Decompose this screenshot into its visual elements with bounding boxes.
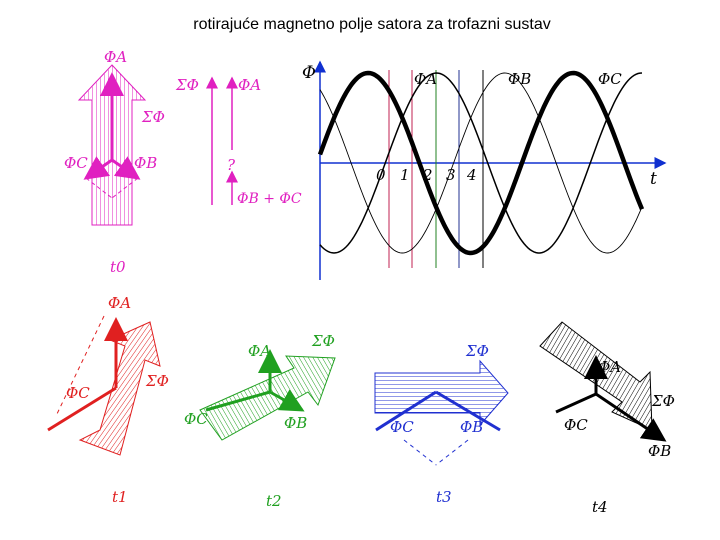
marker-label-4: 4 <box>466 166 477 184</box>
phi-c-vector-t1 <box>47 386 117 432</box>
phasor-diagram-t2: ΦA ΣΦ ΦC ΦB t2 <box>184 332 336 510</box>
dashed-guide-t3 <box>403 439 437 466</box>
phi-axis-label: Φ <box>302 63 316 83</box>
phi-c-label-t4: ΦC <box>564 416 588 434</box>
page-title: rotirajuće magnetno polje satora za trof… <box>193 16 551 33</box>
phi-c-label-t2: ΦC <box>184 410 208 428</box>
phasor-diagram-t4: ΦA ΣΦ ΦC ΦB t4 <box>539 321 675 516</box>
sum-phi-label-t3: ΣΦ <box>465 342 489 360</box>
question-mark: ? <box>227 156 236 174</box>
sum-flux-arrow-t3 <box>374 359 509 427</box>
phi-b-vector-t3 <box>435 390 501 432</box>
dashed-guide-t0 <box>85 177 113 199</box>
dashed-guide-t0 <box>111 177 139 199</box>
phi-c-vector-t2 <box>205 390 271 412</box>
phi-a-label-t0: ΦA <box>104 48 127 66</box>
sum-phi-label-t2: ΣΦ <box>311 332 335 350</box>
phi-a-label-t4: ΦA <box>598 358 621 376</box>
phi-c-curve <box>319 72 643 254</box>
curve-label-phi-a: ΦA <box>414 70 437 88</box>
phi-a-label-t1: ΦA <box>108 294 131 312</box>
marker-label-3: 3 <box>446 166 456 184</box>
phasor-diagram-t1: ΦA ΣΦ ΦC t1 <box>47 294 169 506</box>
time-label-t3: t3 <box>436 488 452 506</box>
sum-phi-label-t1: ΣΦ <box>145 372 169 390</box>
phi-c-label-t0: ΦC <box>64 154 88 172</box>
dashed-guide-t1 <box>55 315 105 417</box>
t-axis-label: t <box>650 169 657 189</box>
phi-c-label-t1: ΦC <box>66 384 90 402</box>
phi-b-plus-phi-c-label: ΦB + ΦC <box>237 191 302 207</box>
phi-a-curve <box>317 70 645 256</box>
phi-b-vector-t2 <box>269 389 305 412</box>
curve-label-phi-c: ΦC <box>598 70 622 88</box>
phi-b-label-t4: ΦB <box>648 442 671 460</box>
sum-phi-label-t4: ΣΦ <box>651 392 675 410</box>
time-label-t2: t2 <box>266 492 282 510</box>
sum-flux-arrow-t1 <box>78 321 161 456</box>
time-label-t0: t0 <box>110 258 126 276</box>
waveform-graph: Φ t 0 1 2 3 4 ΦA ΦB ΦC <box>302 60 667 280</box>
sum-flux-arrow-t2 <box>199 355 336 441</box>
marker-label-1: 1 <box>400 166 410 184</box>
phasor-diagram-t3: ΣΦ ΦC ΦB t3 <box>374 342 509 506</box>
curve-label-phi-b: ΦB <box>508 70 531 88</box>
phi-b-vector-t4 <box>595 392 667 442</box>
time-label-t4: t4 <box>592 498 608 516</box>
phi-a-label-t2: ΦA <box>248 342 271 360</box>
phi-c-vector-t0 <box>83 156 113 180</box>
phi-b-label-t3: ΦB <box>460 418 483 436</box>
phi-b-curve <box>319 72 643 254</box>
phi-b-label-t2: ΦB <box>284 414 307 432</box>
sum-phi-label: ΣΦ <box>175 76 199 94</box>
phasor-diagram-t0: ΦA ΣΦ ΦC ΦB t0 <box>64 48 165 276</box>
phi-b-vector-t0 <box>111 156 141 180</box>
dashed-guide-t3 <box>435 439 469 466</box>
time-label-t1: t1 <box>112 488 128 506</box>
phi-c-vector-t3 <box>375 390 437 432</box>
phi-c-label-t3: ΦC <box>390 418 414 436</box>
phi-c-vector-t4 <box>555 392 597 414</box>
flux-sum-illustration: ΣΦ ΦA ? ΦB + ΦC <box>175 76 302 207</box>
phi-b-label-t0: ΦB <box>134 154 157 172</box>
marker-label-2: 2 <box>422 166 433 184</box>
sum-phi-label-t0: ΣΦ <box>141 108 165 126</box>
phi-a-label: ΦA <box>238 76 261 94</box>
